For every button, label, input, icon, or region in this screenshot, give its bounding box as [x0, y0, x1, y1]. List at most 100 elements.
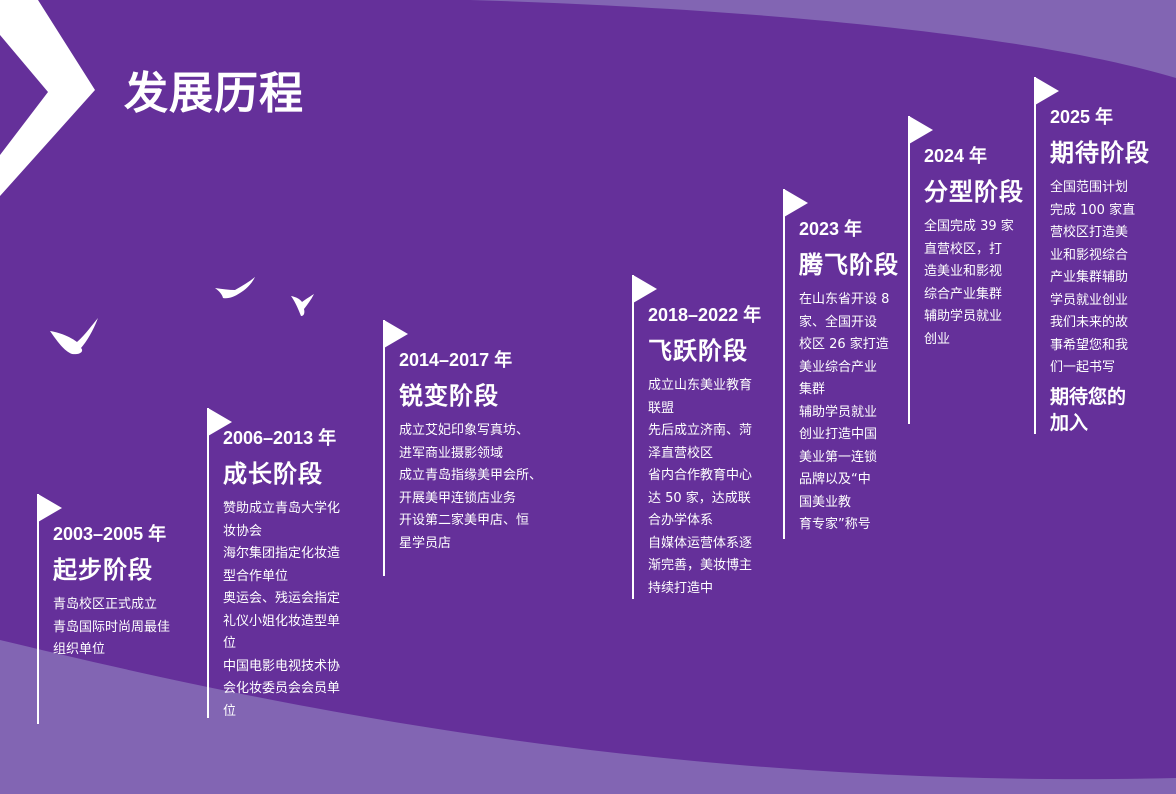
milestone-stage: 期待阶段 — [1050, 139, 1150, 167]
milestone-description: 青岛校区正式成立 青岛国际时尚周最佳 组织单位 — [53, 594, 170, 662]
milestone-stage: 成长阶段 — [223, 460, 323, 488]
flag-pole — [1034, 77, 1036, 434]
closing-line: 加入 — [1050, 411, 1089, 434]
bottom-wave — [0, 640, 1176, 794]
description-line: 产业集群辅助 — [1050, 270, 1129, 285]
flag-pole — [383, 320, 385, 576]
description-line: 学员就业创业 — [1050, 292, 1129, 308]
description-line: 达 50 家，达成联 — [648, 490, 751, 506]
description-line: 开展美甲连锁店业务 — [399, 490, 517, 506]
description-line: 辅助学员就业 — [799, 404, 878, 420]
description-line: 海尔集团指定化妆造 — [223, 546, 341, 561]
description-line: 校区 26 家打造 — [799, 337, 889, 352]
description-line: 完成 100 家直 — [1050, 202, 1136, 218]
flag-icon — [784, 189, 808, 217]
description-line: 渐完善，美妆博主 — [648, 558, 753, 573]
description-line: 全国范围计划 — [1050, 180, 1129, 195]
flag-pole — [908, 116, 910, 424]
description-line: 会化妆委员会会员单 — [223, 681, 341, 696]
description-line: 礼仪小姐化妆造型单 — [223, 613, 341, 629]
closing-message: 期待您的 加入 — [1050, 384, 1150, 436]
milestone-year: 2023 年 — [799, 219, 863, 239]
description-line: 成立青岛指缘美甲会所、 — [399, 468, 543, 483]
description-line: 中国电影电视技术协 — [223, 658, 341, 674]
description-line: 持续打造中 — [648, 580, 714, 596]
description-line: 在山东省开设 8 — [799, 292, 890, 307]
milestone-description: 在山东省开设 8 家、全国开设 校区 26 家打造 美业综合产业 集群 辅助学员… — [799, 289, 899, 537]
description-line: 省内合作教育中心 — [648, 468, 753, 483]
description-line: 事希望您和我 — [1050, 337, 1129, 353]
milestone-stage: 腾飞阶段 — [799, 251, 899, 279]
milestone-stage: 飞跃阶段 — [648, 337, 748, 365]
description-line: 品牌以及“中 — [799, 472, 871, 487]
flag-icon — [633, 275, 657, 303]
description-line: 业和影视综合 — [1050, 247, 1129, 263]
flag-pole — [37, 494, 39, 724]
milestone-year: 2018–2022 年 — [648, 305, 762, 325]
description-line: 育专家”称号 — [799, 517, 871, 532]
milestone-stage: 锐变阶段 — [399, 382, 499, 410]
description-line: 青岛国际时尚周最佳 — [53, 619, 171, 635]
dove-icon — [291, 294, 314, 316]
description-line: 奥运会、残运会指定 — [223, 591, 341, 606]
milestone-year: 2025 年 — [1050, 107, 1114, 127]
closing-line: 期待您的 — [1050, 385, 1127, 408]
description-line: 造美业和影视 — [924, 264, 1003, 279]
flag-icon — [1035, 77, 1059, 105]
description-line: 星学员店 — [399, 535, 452, 551]
description-line: 我们未来的故 — [1050, 315, 1129, 330]
description-line: 创业打造中国 — [799, 427, 878, 442]
chevron-right-icon — [0, 0, 95, 196]
flag-pole — [632, 275, 634, 599]
description-line: 成立艾妃印象写真坊、 — [399, 423, 530, 438]
milestone-stage: 起步阶段 — [53, 556, 153, 584]
description-line: 先后成立济南、菏 — [648, 423, 753, 438]
description-line: 位 — [223, 703, 237, 719]
description-line: 成立山东美业教育 — [648, 378, 753, 393]
milestone-year: 2024 年 — [924, 146, 988, 166]
flag-icon — [909, 116, 933, 144]
description-line: 直营校区，打 — [924, 241, 1003, 257]
description-line: 青岛校区正式成立 — [53, 597, 158, 612]
description-line: 泽直营校区 — [648, 445, 714, 461]
description-line: 联盟 — [648, 400, 675, 416]
milestone-description: 成立山东美业教育 联盟 先后成立济南、菏 泽直营校区 省内合作教育中心 达 50… — [648, 375, 761, 600]
flag-icon — [38, 494, 62, 522]
milestone-description: 赞助成立青岛大学化 妆协会 海尔集团指定化妆造 型合作单位 奥运会、残运会指定 … — [223, 498, 340, 723]
description-line: 家、全国开设 — [799, 314, 878, 330]
milestone-description: 成立艾妃印象写真坊、 进军商业摄影领域 成立青岛指缘美甲会所、 开展美甲连锁店业… — [399, 420, 542, 555]
flag-pole — [207, 408, 209, 718]
description-line: 开设第二家美甲店、恒 — [399, 513, 530, 528]
description-line: 辅助学员就业 — [924, 309, 1003, 324]
description-line: 综合产业集群 — [924, 286, 1003, 302]
description-line: 集群 — [799, 382, 826, 397]
description-line: 营校区打造美 — [1050, 225, 1129, 240]
description-line: 合办学体系 — [648, 513, 714, 528]
milestone-year: 2006–2013 年 — [223, 428, 337, 448]
flag-icon — [384, 320, 408, 348]
description-line: 赞助成立青岛大学化 — [223, 501, 341, 516]
description-line: 全国完成 39 家 — [924, 219, 1014, 234]
flag-icon — [208, 408, 232, 436]
description-line: 组织单位 — [53, 642, 106, 657]
dove-icon — [215, 277, 255, 299]
milestone-stage: 分型阶段 — [924, 178, 1024, 206]
milestone-year: 2003–2005 年 — [53, 524, 167, 544]
description-line: 妆协会 — [223, 523, 263, 539]
dove-icon — [50, 318, 98, 355]
flag-pole — [783, 189, 785, 539]
description-line: 创业 — [924, 331, 951, 347]
description-line: 自媒体运营体系逐 — [648, 535, 753, 551]
description-line: 位 — [223, 636, 237, 651]
top-wave — [470, 0, 1176, 78]
description-line: 们一起书写 — [1050, 360, 1116, 375]
milestone-year: 2014–2017 年 — [399, 350, 513, 370]
page-title: 发展历程 — [124, 68, 304, 119]
description-line: 美业综合产业 — [799, 359, 878, 375]
description-line: 美业第一连锁 — [799, 449, 878, 465]
description-line: 进军商业摄影领域 — [399, 445, 504, 461]
description-line: 型合作单位 — [223, 568, 289, 584]
description-line: 国美业教 — [799, 494, 852, 510]
milestone-description: 全国范围计划 完成 100 家直 营校区打造美 业和影视综合 产业集群辅助 学员… — [1050, 177, 1150, 380]
